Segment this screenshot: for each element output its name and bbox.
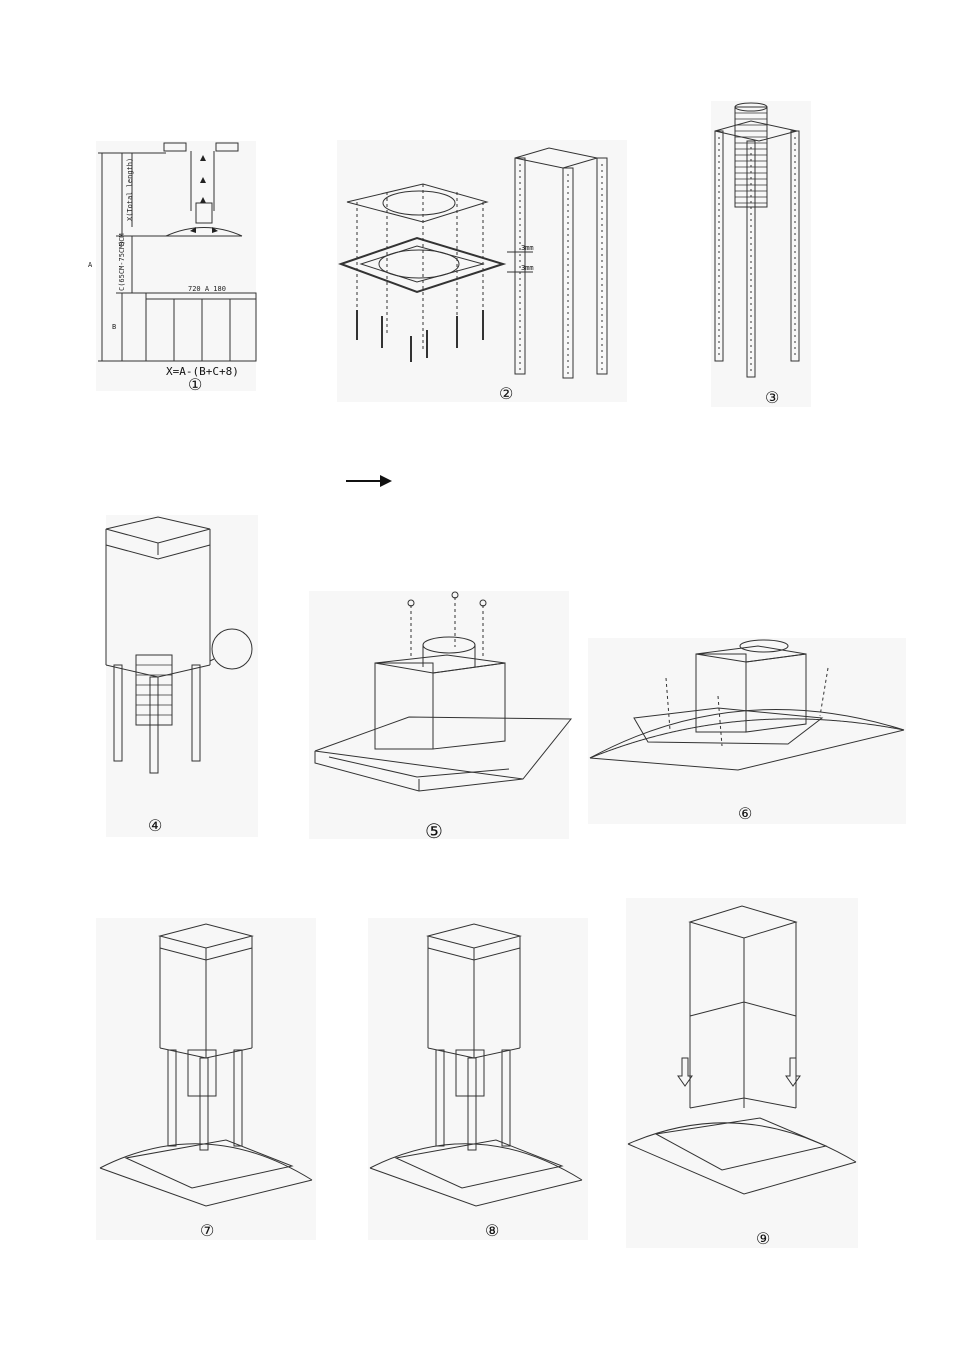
step-8-panel: ⑧	[368, 918, 588, 1240]
step-4-diagram	[105, 516, 253, 774]
dim-mm-a: 3mm	[521, 244, 534, 252]
step-7-panel: ⑦	[96, 918, 316, 1240]
step-8-diagram	[369, 923, 583, 1207]
step-5-diagram	[314, 591, 573, 792]
dim-c-extra-label: 8CM	[118, 233, 126, 246]
step-3-panel: ③	[711, 101, 811, 407]
step-4-label: ④	[148, 816, 163, 835]
step-1-diagram	[98, 142, 257, 362]
step-7-diagram	[99, 923, 313, 1207]
step-9-panel: ⑨	[626, 898, 858, 1248]
step-1-panel: X(Total length) C(65CM-75CM) 8CM A B 720…	[88, 141, 257, 394]
step-3-diagram	[714, 102, 800, 378]
step-6-diagram	[589, 639, 905, 771]
step-5-label: ⑤	[425, 819, 443, 843]
step-6-panel: ⑥	[588, 638, 906, 824]
step-4-panel: ④	[105, 515, 258, 837]
dim-a-label: A	[88, 261, 93, 269]
step-9-label: ⑨	[756, 1229, 771, 1248]
right-arrow-icon	[346, 475, 392, 487]
dim-x-label: X(Total length)	[126, 157, 134, 221]
counter-label: 720 A 180	[188, 285, 226, 293]
step-6-label: ⑥	[738, 804, 753, 823]
step-2-panel: 3mm 3mm ②	[337, 140, 627, 402]
step-2-diagram	[338, 147, 608, 379]
step-5-panel: ⑤	[309, 591, 573, 843]
dim-mm-b: 3mm	[521, 264, 534, 272]
step-7-label: ⑦	[200, 1221, 215, 1240]
step-3-label: ③	[765, 388, 780, 407]
step-1-label: ①	[188, 375, 203, 394]
dim-b-label: B	[112, 323, 117, 331]
length-formula: X=A-(B+C+8)	[166, 365, 239, 378]
step-8-label: ⑧	[485, 1221, 500, 1240]
dim-c-label: C(65CM-75CM)	[118, 240, 126, 291]
step-2-label: ②	[499, 384, 514, 403]
step-9-diagram	[627, 905, 857, 1195]
